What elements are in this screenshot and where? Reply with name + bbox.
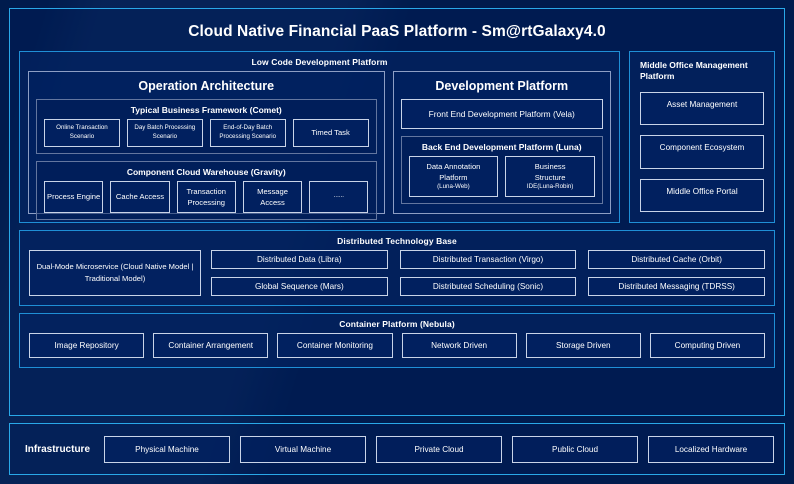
layers-stack: Low Code Development Platform Operation … bbox=[19, 51, 775, 405]
chip-online-transaction-scenario[interactable]: Online Transaction Scenario bbox=[44, 119, 120, 147]
distributed-base-grid: Distributed Data (Libra) Distributed Tra… bbox=[211, 250, 765, 296]
panel-low-code-development-platform: Low Code Development Platform Operation … bbox=[19, 51, 620, 223]
container-platform-body: Image Repository Container Arrangement C… bbox=[20, 333, 774, 367]
group-typical-business-framework: Typical Business Framework (Comet) Onlin… bbox=[36, 99, 377, 154]
distributed-base-heading: Distributed Technology Base bbox=[337, 236, 457, 246]
chip-distributed-messaging[interactable]: Distributed Messaging (TDRSS) bbox=[588, 277, 765, 296]
chip-localized-hardware[interactable]: Localized Hardware bbox=[648, 435, 775, 463]
chip-data-annotation-platform[interactable]: Data Annotation Platform (Luna-Web) bbox=[408, 156, 499, 197]
chip-process-engine[interactable]: Process Engine bbox=[44, 180, 104, 213]
group-component-cloud-warehouse: Component Cloud Warehouse (Gravity) Proc… bbox=[36, 160, 377, 220]
chip-message-access[interactable]: Message Access bbox=[242, 180, 303, 213]
chip-business-structure-ide[interactable]: Business Structure IDE(Luna-Robin) bbox=[505, 156, 595, 197]
data-annotation-line3: (Luna-Web) bbox=[437, 183, 470, 190]
chip-global-sequence[interactable]: Global Sequence (Mars) bbox=[211, 277, 388, 296]
back-end-development-platform-title: Back End Development Platform (Luna) bbox=[421, 142, 582, 152]
chip-asset-management[interactable]: Asset Management bbox=[640, 91, 764, 126]
chip-physical-machine[interactable]: Physical Machine bbox=[104, 435, 231, 463]
typical-business-framework-items: Online Transaction Scenario Day Batch Pr… bbox=[37, 119, 376, 147]
chip-more-ellipsis[interactable]: ...... bbox=[309, 180, 369, 213]
business-structure-line1: Business bbox=[534, 162, 566, 171]
middle-office-title: Middle Office Management Platform bbox=[640, 60, 748, 82]
top-row: Low Code Development Platform Operation … bbox=[19, 51, 775, 223]
chip-end-of-day-batch-processing-scenario[interactable]: End-of-Day Batch Processing Scenario bbox=[209, 119, 286, 147]
chip-timed-task[interactable]: Timed Task bbox=[292, 119, 369, 147]
chip-computing-driven[interactable]: Computing Driven bbox=[649, 333, 766, 358]
low-code-body: Operation Architecture Typical Business … bbox=[20, 71, 619, 222]
middle-office-items: Asset Management Component Ecosystem Mid… bbox=[640, 91, 764, 213]
chip-container-monitoring[interactable]: Container Monitoring bbox=[277, 333, 393, 358]
container-platform-heading: Container Platform (Nebula) bbox=[339, 319, 455, 329]
chip-private-cloud[interactable]: Private Cloud bbox=[376, 435, 503, 463]
chip-container-arrangement[interactable]: Container Arrangement bbox=[153, 333, 269, 358]
development-platform-title: Development Platform bbox=[435, 79, 569, 93]
component-cloud-warehouse-title: Component Cloud Warehouse (Gravity) bbox=[126, 166, 286, 177]
chip-network-driven[interactable]: Network Driven bbox=[401, 333, 517, 358]
panel-infrastructure: Infrastructure Physical Machine Virtual … bbox=[9, 423, 785, 475]
chip-image-repository[interactable]: Image Repository bbox=[29, 333, 145, 358]
platform-frame: Cloud Native Financial PaaS Platform - S… bbox=[9, 8, 785, 416]
chip-storage-driven[interactable]: Storage Driven bbox=[525, 333, 641, 358]
chip-virtual-machine[interactable]: Virtual Machine bbox=[240, 435, 367, 463]
chip-public-cloud[interactable]: Public Cloud bbox=[512, 435, 639, 463]
data-annotation-line2: Platform bbox=[439, 173, 468, 182]
page-title: Cloud Native Financial PaaS Platform - S… bbox=[188, 23, 606, 40]
infrastructure-label: Infrastructure bbox=[25, 443, 91, 455]
low-code-heading: Low Code Development Platform bbox=[251, 57, 388, 67]
development-platform-body: Front End Development Platform (Vela) Ba… bbox=[394, 99, 611, 211]
operation-architecture-title: Operation Architecture bbox=[138, 79, 275, 93]
subpanel-operation-architecture: Operation Architecture Typical Business … bbox=[28, 71, 385, 220]
infrastructure-items: Physical Machine Virtual Machine Private… bbox=[104, 435, 775, 463]
business-structure-line2: Structure bbox=[534, 173, 566, 182]
chip-component-ecosystem[interactable]: Component Ecosystem bbox=[640, 135, 764, 169]
chip-transaction-processing[interactable]: Transaction Processing bbox=[176, 180, 236, 213]
typical-business-framework-title: Typical Business Framework (Comet) bbox=[130, 105, 282, 115]
chip-distributed-scheduling[interactable]: Distributed Scheduling (Sonic) bbox=[399, 277, 577, 296]
business-structure-line3: IDE(Luna-Robin) bbox=[526, 183, 574, 190]
back-end-items: Data Annotation Platform (Luna-Web) Busi bbox=[402, 156, 603, 197]
panel-container-platform: Container Platform (Nebula) Image Reposi… bbox=[19, 313, 775, 368]
chip-distributed-data[interactable]: Distributed Data (Libra) bbox=[211, 250, 388, 269]
front-end-development-platform[interactable]: Front End Development Platform (Vela) bbox=[400, 99, 603, 129]
chip-distributed-cache[interactable]: Distributed Cache (Orbit) bbox=[588, 250, 765, 269]
chip-day-batch-processing-scenario[interactable]: Day Batch Processing Scenario bbox=[126, 119, 203, 147]
distributed-base-body: Dual-Mode Microservice (Cloud Native Mod… bbox=[20, 250, 774, 305]
subpanel-development-platform: Development Platform Front End Developme… bbox=[392, 71, 611, 214]
data-annotation-line1: Data Annotation bbox=[426, 162, 481, 171]
panel-distributed-technology-base: Distributed Technology Base Dual-Mode Mi… bbox=[19, 230, 775, 306]
panel-middle-office-management-platform: Middle Office Management Platform Asset … bbox=[629, 51, 775, 223]
group-back-end-development-platform: Back End Development Platform (Luna) Dat… bbox=[400, 136, 603, 204]
chip-distributed-transaction[interactable]: Distributed Transaction (Virgo) bbox=[399, 250, 577, 269]
chip-middle-office-portal[interactable]: Middle Office Portal bbox=[640, 178, 764, 213]
chip-dual-mode-microservice[interactable]: Dual-Mode Microservice (Cloud Native Mod… bbox=[29, 250, 201, 296]
component-cloud-warehouse-items: Process Engine Cache Access Transaction … bbox=[37, 180, 376, 213]
chip-cache-access[interactable]: Cache Access bbox=[110, 180, 170, 213]
